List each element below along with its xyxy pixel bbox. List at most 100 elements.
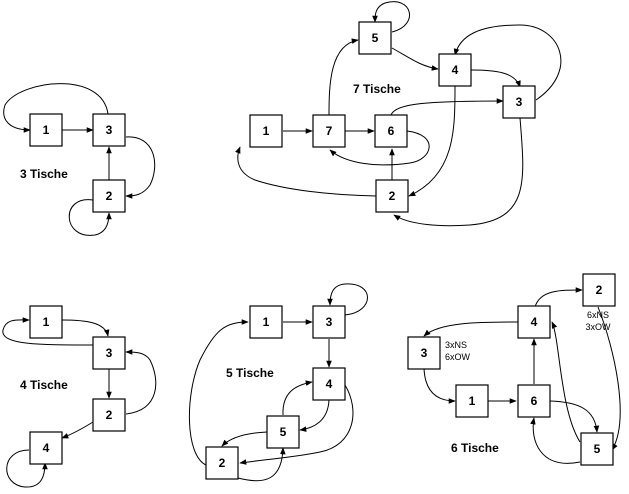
panel-3-tische: 1 3 2 3 Tische — [3, 83, 156, 236]
edge-5-self-loop — [372, 1, 410, 33]
panel-title: 6 Tische — [451, 441, 499, 455]
node-4 — [438, 53, 472, 87]
node-4 — [29, 431, 63, 465]
node-5 — [358, 21, 392, 55]
node-5-label: 5 — [280, 425, 287, 439]
panel-5-tische: 1 3 4 5 2 5 Tische — [188, 283, 368, 482]
edge-2-self-loop — [68, 199, 112, 236]
edge-3-to-1 — [423, 367, 456, 404]
edge-2-to-5 — [237, 447, 286, 482]
node-4-label: 4 — [326, 377, 333, 391]
edge-5-to-4 — [282, 380, 313, 416]
node-3-note-ns: 3xNS — [445, 340, 467, 350]
node-1 — [455, 384, 489, 418]
panel-4-tische: 1 3 2 4 4 Tische — [2, 305, 157, 488]
node-2 — [92, 179, 126, 213]
edge-2-to-1-loop — [188, 319, 249, 466]
edge-6-to-7-loop — [329, 130, 430, 166]
edge-3-to-4-loop — [453, 24, 562, 101]
edge-3-to-1-loop — [2, 317, 94, 346]
node-3-label: 3 — [106, 123, 113, 137]
node-4-label: 4 — [452, 63, 459, 77]
node-2-label: 2 — [596, 283, 603, 297]
node-3-label: 3 — [326, 315, 333, 329]
node-2 — [375, 179, 409, 213]
node-3 — [92, 113, 126, 147]
edge-4-to-2-loop — [239, 384, 354, 465]
edge-4-self-loop — [6, 449, 48, 488]
edge-4-to-3 — [423, 321, 519, 337]
edge-4-to-3 — [470, 69, 521, 88]
edge-5-to-4 — [391, 47, 439, 71]
node-3-label: 3 — [421, 346, 428, 360]
node-3 — [92, 336, 126, 370]
node-3 — [407, 336, 441, 370]
node-1-label: 1 — [43, 315, 50, 329]
panel-7-edges — [235, 1, 562, 227]
node-7 — [312, 114, 346, 148]
node-2 — [582, 273, 616, 307]
panel-title: 7 Tische — [353, 82, 401, 96]
edge-2-to-5-loop — [597, 306, 621, 451]
edge-4-to-5 — [299, 399, 330, 432]
node-2-note-ow: 3xOW — [585, 322, 611, 332]
node-2 — [92, 398, 126, 432]
node-4-label: 4 — [531, 315, 538, 329]
panel-title: 5 Tische — [226, 366, 274, 380]
node-2-note-ns: 6xNS — [587, 310, 609, 320]
node-3-label: 3 — [516, 95, 523, 109]
node-1 — [249, 114, 283, 148]
edge-2-to-4 — [61, 421, 94, 439]
node-1 — [29, 113, 63, 147]
node-5 — [266, 415, 300, 449]
edge-5-to-2 — [221, 431, 268, 447]
edge-2-to-1-loop — [235, 146, 377, 197]
panel-title: 4 Tische — [20, 378, 68, 392]
panel-5-edges — [188, 283, 368, 482]
node-6-label: 6 — [388, 124, 395, 138]
node-7-label: 7 — [326, 124, 333, 138]
panel-6-edges — [423, 287, 621, 464]
node-2-label: 2 — [219, 456, 226, 470]
edge-5-to-4-loop — [551, 321, 581, 443]
edge-6-to-5 — [549, 400, 600, 433]
node-1-label: 1 — [263, 124, 270, 138]
edge-3-to-2 — [125, 136, 156, 199]
node-1-label: 1 — [469, 394, 476, 408]
edge-6-to-3 — [390, 98, 504, 116]
node-3 — [502, 85, 536, 119]
node-6 — [374, 114, 408, 148]
node-1-label: 1 — [43, 123, 50, 137]
node-6 — [517, 384, 551, 418]
edge-3-self-loop — [327, 283, 368, 316]
panel-title: 3 Tische — [20, 167, 68, 181]
node-1 — [249, 305, 283, 339]
edge-5-to-6-loop — [530, 417, 581, 464]
edge-2-to-3-loop — [125, 349, 157, 415]
node-1 — [29, 305, 63, 339]
panel-3-edges — [3, 83, 156, 236]
edge-7-to-5 — [328, 38, 359, 116]
node-4 — [517, 305, 551, 339]
node-2-label: 2 — [106, 408, 113, 422]
node-2-label: 2 — [106, 189, 113, 203]
edge-3-to-1-loop — [3, 83, 109, 133]
node-5-label: 5 — [372, 31, 379, 45]
node-3-label: 3 — [106, 346, 113, 360]
node-5 — [580, 432, 614, 466]
panel-6-tische: 2 6xNS 3xOW 4 3 3xNS 6xOW 1 6 5 6 Tische — [407, 273, 621, 466]
node-6-label: 6 — [531, 394, 538, 408]
node-3-note-ow: 6xOW — [445, 352, 471, 362]
node-2 — [205, 446, 239, 480]
edge-4-to-2 — [534, 287, 583, 308]
node-5-label: 5 — [594, 442, 601, 456]
panel-4-edges — [2, 317, 157, 488]
node-4-label: 4 — [43, 441, 50, 455]
edge-4-to-2 — [408, 85, 456, 197]
node-3 — [312, 305, 346, 339]
node-1-label: 1 — [263, 315, 270, 329]
node-2-label: 2 — [389, 189, 396, 203]
edge-1-to-3 — [61, 319, 110, 337]
node-4 — [312, 367, 346, 401]
